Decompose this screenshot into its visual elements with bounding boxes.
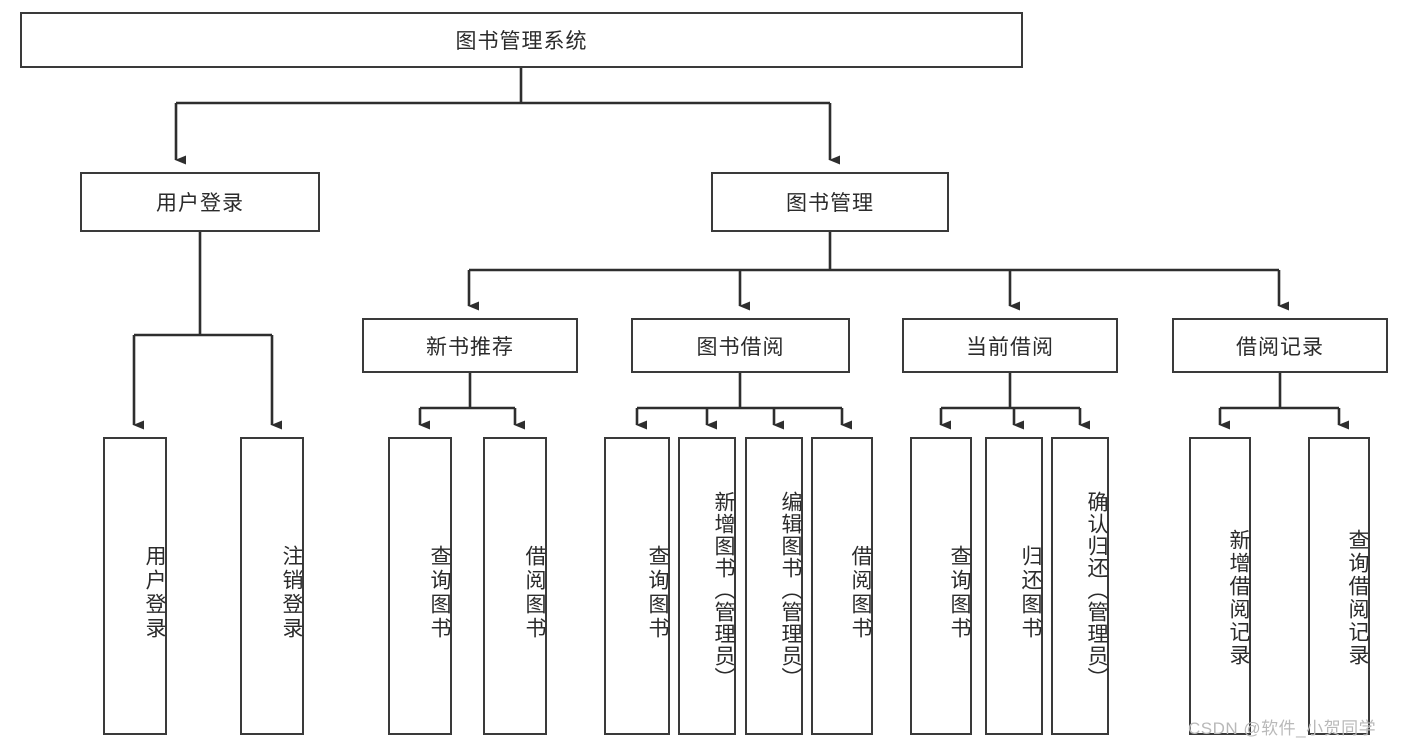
node-user-login[interactable]: 用户登录: [80, 172, 320, 232]
node-borrow-records[interactable]: 借阅记录: [1172, 318, 1388, 373]
leaf-borrow-book-recommend[interactable]: 借阅图书: [483, 437, 547, 735]
leaf-edit-book-admin-label: 编辑图书（管理员）: [779, 491, 802, 689]
leaf-borrow-book-borrow[interactable]: 借阅图书: [811, 437, 873, 735]
node-book-borrow[interactable]: 图书借阅: [631, 318, 850, 373]
node-current-borrow[interactable]: 当前借阅: [902, 318, 1118, 373]
leaf-confirm-return-admin[interactable]: 确认归还（管理员）: [1051, 437, 1109, 735]
node-new-book-recommend-label: 新书推荐: [426, 335, 514, 359]
leaf-query-borrow-record[interactable]: 查询借阅记录: [1308, 437, 1370, 735]
leaf-add-book-admin[interactable]: 新增图书（管理员）: [678, 437, 736, 735]
leaf-query-book-borrow-label: 查询图书: [646, 545, 669, 641]
leaf-user-login[interactable]: 用户登录: [103, 437, 167, 735]
node-book-management[interactable]: 图书管理: [711, 172, 949, 232]
leaf-user-logout[interactable]: 注销登录: [240, 437, 304, 735]
leaf-user-logout-label: 注销登录: [280, 545, 303, 641]
node-book-borrow-label: 图书借阅: [696, 335, 785, 359]
node-current-borrow-label: 当前借阅: [966, 335, 1054, 359]
node-book-management-label: 图书管理: [786, 192, 874, 215]
node-user-login-label: 用户登录: [156, 192, 244, 215]
node-borrow-records-label: 借阅记录: [1236, 335, 1324, 359]
node-new-book-recommend[interactable]: 新书推荐: [362, 318, 578, 373]
leaf-borrow-book-borrow-label: 借阅图书: [849, 545, 872, 641]
leaf-query-book-recommend[interactable]: 查询图书: [388, 437, 452, 735]
leaf-query-book-current-label: 查询图书: [948, 545, 971, 641]
leaf-edit-book-admin[interactable]: 编辑图书（管理员）: [745, 437, 803, 735]
leaf-user-login-label: 用户登录: [143, 545, 166, 641]
leaf-add-borrow-record-label: 新增借阅记录: [1227, 529, 1250, 667]
leaf-borrow-book-recommend-label: 借阅图书: [523, 545, 546, 641]
leaf-return-book[interactable]: 归还图书: [985, 437, 1043, 735]
leaf-query-book-current[interactable]: 查询图书: [910, 437, 972, 735]
leaf-query-book-borrow[interactable]: 查询图书: [604, 437, 670, 735]
leaf-confirm-return-admin-label: 确认归还（管理员）: [1085, 491, 1108, 689]
leaf-add-borrow-record[interactable]: 新增借阅记录: [1189, 437, 1251, 735]
csdn-watermark: CSDN @软件_小贺同学: [1188, 719, 1377, 738]
node-root-label: 图书管理系统: [455, 30, 588, 53]
leaf-return-book-label: 归还图书: [1019, 545, 1042, 641]
leaf-add-book-admin-label: 新增图书（管理员）: [712, 491, 735, 689]
leaf-query-borrow-record-label: 查询借阅记录: [1346, 529, 1369, 667]
leaf-query-book-recommend-label: 查询图书: [428, 545, 451, 641]
node-root[interactable]: 图书管理系统: [20, 12, 1023, 68]
